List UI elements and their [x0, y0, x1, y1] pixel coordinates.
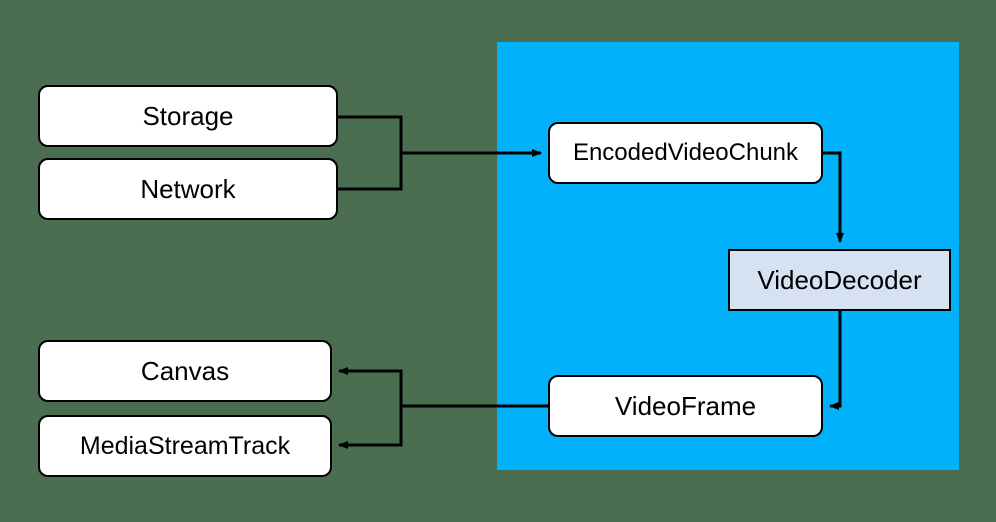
node-storage-label: Storage — [142, 101, 234, 131]
node-network[interactable]: Network — [38, 158, 338, 220]
node-mediastreamtrack-label: MediaStreamTrack — [79, 431, 291, 460]
node-videodecoder[interactable]: VideoDecoder — [728, 249, 951, 311]
edge-network-to-encodedvideochunk — [338, 153, 403, 191]
node-encodedvideochunk[interactable]: EncodedVideoChunk — [548, 122, 823, 184]
node-canvas[interactable]: Canvas — [38, 340, 332, 402]
node-storage[interactable]: Storage — [38, 85, 338, 147]
node-videoframe[interactable]: VideoFrame — [548, 375, 823, 437]
node-videodecoder-label: VideoDecoder — [757, 265, 922, 295]
node-encodedvideochunk-label: EncodedVideoChunk — [572, 139, 799, 166]
node-mediastreamtrack[interactable]: MediaStreamTrack — [38, 415, 332, 477]
edge-videoframe-to-mediastreamtrack — [338, 406, 403, 449]
edge-storage-to-encodedvideochunk — [338, 115, 403, 153]
node-network-label: Network — [140, 174, 236, 204]
node-canvas-label: Canvas — [140, 356, 230, 386]
edge-videoframe-to-canvas — [338, 367, 403, 406]
node-videoframe-label: VideoFrame — [614, 391, 757, 421]
